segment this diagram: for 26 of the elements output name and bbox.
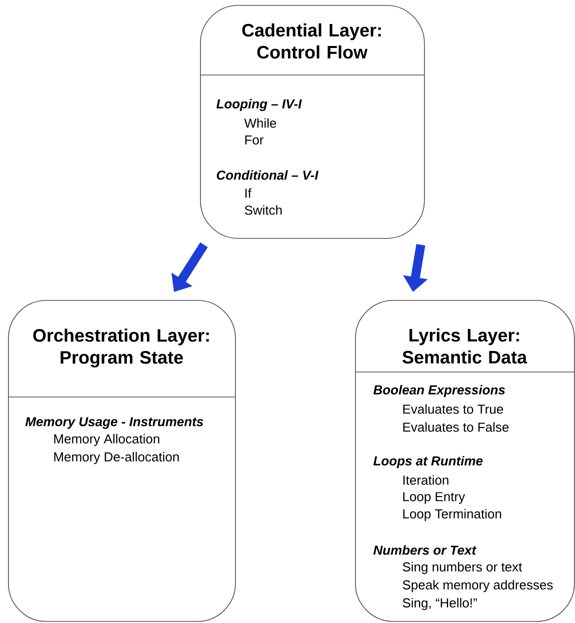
list-item: Iteration xyxy=(403,475,448,485)
section-heading: Numbers or Text xyxy=(373,545,476,555)
section-heading: Looping – IV-I xyxy=(216,98,302,112)
list-item: Sing numbers or text xyxy=(402,562,522,574)
list-item: While xyxy=(244,118,276,128)
box-title: Orchestration Layer: Program State xyxy=(33,328,209,368)
section-heading: Conditional – V-I xyxy=(216,170,318,180)
list-item: Evaluates to False xyxy=(403,422,509,432)
layer-box xyxy=(8,300,236,622)
layer-box xyxy=(200,5,425,239)
list-item: Evaluates to True xyxy=(403,404,504,414)
box-title: Lyrics Layer: Semantic Data xyxy=(402,328,528,364)
list-item: Switch xyxy=(244,205,282,215)
layer-box xyxy=(354,300,575,622)
section-heading: Boolean Expressions xyxy=(373,384,505,398)
list-item: Loop Termination xyxy=(403,508,502,522)
section-heading: Loops at Runtime xyxy=(373,456,483,468)
list-item: If xyxy=(245,188,252,198)
list-item: Loop Entry xyxy=(403,492,466,504)
list-item: For xyxy=(245,135,264,145)
section-heading: Memory Usage - Instruments xyxy=(25,417,204,429)
list-item: Memory De-allocation xyxy=(54,452,179,464)
list-item: Speak memory addresses xyxy=(402,580,553,592)
box-title: Cadential Layer: Control Flow xyxy=(242,23,381,59)
list-item: Memory Allocation xyxy=(54,434,160,446)
list-item: Sing, “Hello!” xyxy=(402,598,477,610)
